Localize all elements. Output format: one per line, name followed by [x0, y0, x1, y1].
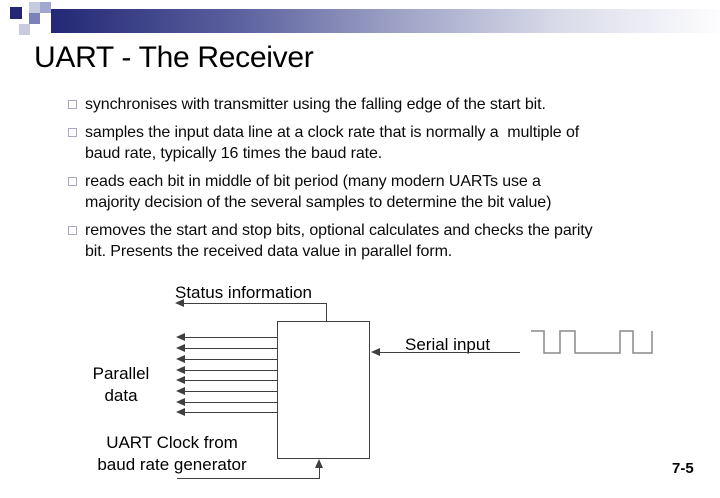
receiver-block [277, 321, 370, 459]
parallel-arrowhead-icon [176, 333, 185, 341]
status-arrowhead-icon [175, 299, 184, 307]
parallel-data-label-line1: Parallel [92, 364, 150, 383]
serial-arrowhead-icon [371, 348, 380, 356]
parallel-arrowhead-icon [176, 387, 185, 395]
decor-square-light [29, 2, 40, 13]
parallel-data-line [183, 337, 277, 339]
bullet-text: reads each bit in middle of bit period (… [85, 173, 541, 190]
decor-square-pale [19, 24, 30, 35]
bullet-item: samples the input data line at a clock r… [68, 122, 672, 164]
bullet-text: bit. Presents the received data value in… [85, 243, 453, 260]
decor-square-navy [10, 7, 22, 19]
serial-input-line [373, 352, 520, 354]
bullet-text: baud rate, typically 16 times the baud r… [85, 145, 383, 162]
header-gradient-bar [51, 9, 720, 33]
clock-line [177, 478, 320, 480]
bullet-square-icon [68, 177, 77, 186]
page-number: 7-5 [672, 460, 694, 477]
parallel-arrowhead-icon [176, 408, 185, 416]
bullet-text: majority decision of the several samples… [85, 194, 552, 211]
parallel-data-line [183, 391, 277, 393]
parallel-data-label-line2: data [104, 386, 138, 405]
serial-input-label: Serial input [405, 335, 491, 354]
parallel-arrowhead-icon [176, 366, 185, 374]
parallel-data-line [183, 359, 277, 361]
parallel-arrowhead-icon [176, 344, 185, 352]
decor-square-dark [29, 13, 40, 24]
decor-square-medium [40, 2, 51, 13]
bullet-square-icon [68, 100, 77, 109]
uart-clock-label-line1: UART Clock from [106, 433, 238, 452]
bullet-item: synchronises with transmitter using the … [68, 94, 672, 115]
uart-clock-label-line2: baud rate generator [97, 455, 247, 474]
bullet-item: reads each bit in middle of bit period (… [68, 171, 672, 213]
parallel-data-label: Parallel data [84, 363, 158, 407]
parallel-data-line [183, 370, 277, 372]
slide-title: UART - The Receiver [34, 41, 314, 74]
status-information-label: Status information [175, 283, 313, 302]
bullet-item: removes the start and stop bits, optiona… [68, 220, 672, 262]
parallel-data-line [183, 402, 277, 404]
bullet-square-icon [68, 226, 77, 235]
parallel-data-line [183, 412, 277, 414]
bullet-list: synchronises with transmitter using the … [68, 94, 672, 269]
bullet-text: removes the start and stop bits, optiona… [85, 222, 593, 239]
parallel-arrowhead-icon [176, 398, 185, 406]
bullet-text: synchronises with transmitter using the … [85, 96, 546, 113]
parallel-arrowhead-icon [176, 376, 185, 384]
parallel-data-line [183, 380, 277, 382]
clock-arrowhead-icon [315, 459, 323, 468]
bullet-text: samples the input data line at a clock r… [85, 124, 580, 141]
parallel-arrowhead-icon [176, 355, 185, 363]
parallel-data-line [183, 348, 277, 350]
uart-clock-label: UART Clock from baud rate generator [84, 432, 260, 476]
bullet-square-icon [68, 128, 77, 137]
serial-waveform [531, 330, 653, 354]
clock-line-bend [319, 463, 321, 479]
status-line-bend [326, 303, 328, 321]
status-line [182, 303, 327, 305]
